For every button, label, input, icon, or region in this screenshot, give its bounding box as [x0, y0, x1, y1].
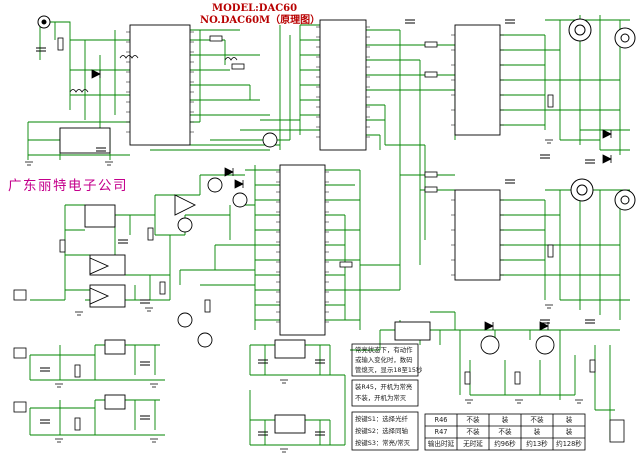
table-cell: 装: [565, 428, 573, 436]
opamps: [89, 194, 197, 305]
table-cell: 不装: [530, 416, 544, 424]
table-cell: R47: [434, 428, 448, 436]
table-cell: 不装: [466, 428, 480, 436]
ic-pins: [126, 26, 504, 323]
transistors: [177, 132, 555, 355]
delay-table-grid: [424, 413, 586, 451]
ic-packages: [59, 19, 501, 434]
key-note-line-3: 按键S3：常亮/常灭: [355, 439, 411, 447]
capacitors: [36, 19, 595, 436]
table-cell: 无时延: [463, 440, 483, 448]
model-title: MODEL:DAC60: [212, 3, 298, 14]
table-cell: 约128秒: [556, 440, 582, 448]
diodes: [91, 69, 612, 331]
key-note-line-2: 按键S2：选择同轴: [355, 427, 408, 435]
note-boxes: [351, 343, 419, 451]
wiring: [27, 15, 630, 446]
resistors: [57, 35, 596, 431]
switches: [13, 289, 625, 443]
company-name: 广东丽特电子公司: [8, 178, 128, 194]
key-note-line-1: 按键S1：选择光纤: [355, 415, 408, 423]
inductors: [69, 55, 238, 93]
reset-note-line-2: 或输入变化时，数码: [355, 356, 413, 364]
reset-note-line-1: 常亮状态下，有动作: [355, 346, 413, 354]
reset-note-line-3: 管熄灭，显示18至15秒: [355, 366, 423, 374]
table-cell: 输出时延: [427, 440, 455, 448]
output-jacks: [37, 15, 636, 211]
table-cell: 装: [501, 416, 509, 424]
r45-note-line-2: 不装，开机为常灭: [355, 394, 407, 402]
table-cell: 装: [565, 416, 573, 424]
table-cell: 不装: [498, 428, 512, 436]
table-cell: 不装: [466, 416, 480, 424]
model-m-title: NO.DAC60M（原理图）: [200, 15, 321, 26]
ground-symbols: [25, 139, 583, 453]
table-cell: 约96秒: [494, 440, 516, 448]
table-cell: 装: [533, 428, 541, 436]
table-cell: 约13秒: [526, 440, 548, 448]
r45-note-line-1: 装R45，开机为常亮: [355, 383, 413, 391]
table-cell: R46: [434, 416, 448, 424]
